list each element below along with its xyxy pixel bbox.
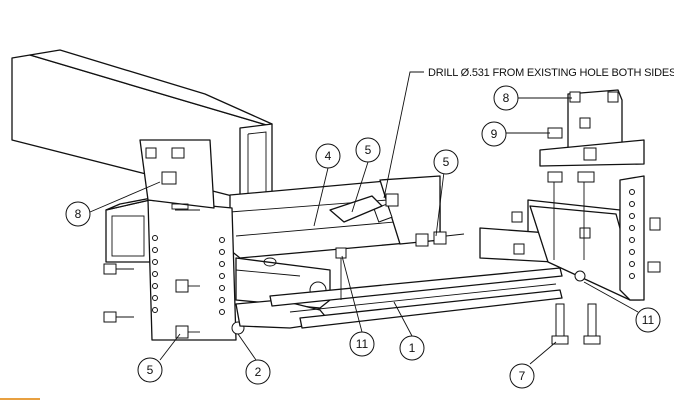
leader-lines (89, 97, 639, 365)
callout-9: 9 (481, 121, 507, 147)
callout-8-left: 8 (65, 201, 91, 227)
svg-text:11: 11 (356, 337, 369, 351)
callout-5-bottom: 5 (137, 357, 163, 383)
callout-4: 4 (315, 143, 341, 169)
left-plate-holes (152, 235, 225, 315)
callout-11-right: 11 (635, 307, 661, 333)
svg-text:11: 11 (642, 313, 655, 327)
left-plate-bolts (103, 147, 245, 339)
callout-7: 7 (509, 363, 535, 389)
right-hitch-plate (479, 199, 641, 301)
edge-mark (0, 398, 40, 400)
svg-text:1: 1 (409, 341, 416, 355)
left-mount-plate (103, 139, 245, 341)
svg-text:8: 8 (503, 91, 510, 105)
svg-text:5: 5 (365, 143, 372, 157)
callout-2: 2 (245, 359, 271, 385)
svg-text:9: 9 (491, 127, 498, 141)
right-plate-holes (629, 189, 635, 279)
center-hardware (329, 193, 465, 300)
right-vertical-plate (539, 89, 661, 301)
receiver-tube-upper (11, 49, 273, 201)
svg-text:4: 4 (325, 149, 332, 163)
svg-text:7: 7 (519, 369, 526, 383)
long-bar (269, 267, 563, 329)
svg-text:2: 2 (255, 365, 262, 379)
svg-text:5: 5 (443, 155, 450, 169)
callout-1: 1 (399, 335, 425, 361)
svg-text:5: 5 (147, 363, 154, 377)
callout-8-right: 8 (493, 85, 519, 111)
callout-5-right: 5 (433, 149, 459, 175)
svg-text:8: 8 (75, 207, 82, 221)
drill-note-text: DRILL Ø.531 FROM EXISTING HOLE BOTH SIDE… (428, 67, 674, 79)
drill-note: DRILL Ø.531 FROM EXISTING HOLE BOTH SIDE… (383, 67, 674, 199)
callout-5-top: 5 (355, 137, 381, 163)
loose-bolts (551, 303, 601, 345)
callout-11-mid: 11 (349, 331, 375, 357)
